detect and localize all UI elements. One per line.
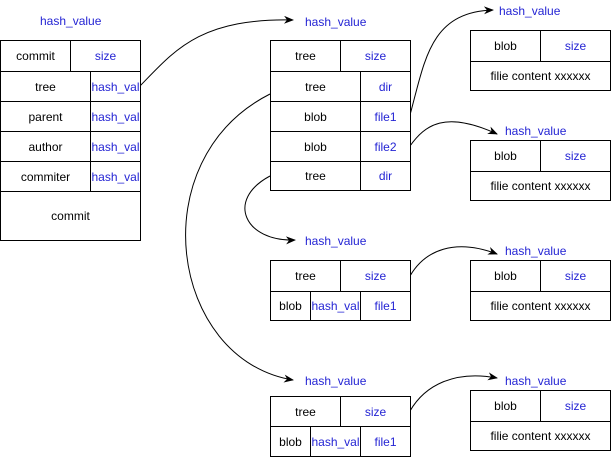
entry-type: blob <box>271 132 361 161</box>
arrow-subtree-to-blob <box>409 246 498 277</box>
commit-tree-row: tree hash_val <box>1 72 140 102</box>
blob-content: filie content xxxxxx <box>490 179 591 193</box>
commit-header-row: commit size <box>1 41 140 72</box>
commit-parent-row: parent hash_val <box>1 102 140 132</box>
blob-object: blob size filie content xxxxxx <box>470 30 611 91</box>
blob-content-row: filie content xxxxxx <box>471 292 610 320</box>
entry-hash: hash_val <box>311 292 361 320</box>
blob-object: blob size filie content xxxxxx <box>470 260 611 321</box>
blob-object: blob size filie content xxxxxx <box>470 390 611 451</box>
entry-type: tree <box>271 72 361 101</box>
commit-type-cell: commit <box>1 41 71 71</box>
tree-hash-label: hash_value <box>305 374 367 388</box>
entry-hash: hash_val <box>311 427 361 456</box>
blob-content: filie content xxxxxx <box>490 429 591 443</box>
blob-size-cell: size <box>564 399 587 413</box>
tree-object: tree size blob hash_val file1 <box>270 260 411 321</box>
blob-hash-label: hash_value <box>505 124 567 138</box>
blob-type-cell: blob <box>471 391 541 421</box>
blob-content-row: filie content xxxxxx <box>471 172 610 200</box>
entry-name: file1 <box>374 434 397 449</box>
entry-name: dir <box>378 169 393 183</box>
tree-entry-row: blob file2 <box>271 132 410 162</box>
tree-entry-row: blob file1 <box>271 102 410 132</box>
arrow-file2-to-blob <box>409 121 498 147</box>
blob-object: blob size filie content xxxxxx <box>470 140 611 201</box>
entry-name: file1 <box>374 299 397 313</box>
tree-size-cell: size <box>364 404 387 419</box>
entry-name: file1 <box>374 109 397 124</box>
commit-field-value: hash_val <box>91 79 140 94</box>
tree-type-cell: tree <box>271 397 341 426</box>
blob-content: filie content xxxxxx <box>490 69 591 83</box>
entry-name: dir <box>378 79 393 94</box>
blob-hash-label: hash_value <box>499 4 561 18</box>
arrow-subtree2-to-blob <box>409 372 498 412</box>
blob-type-cell: blob <box>471 141 541 171</box>
commit-field-name: tree <box>1 72 91 101</box>
tree-type-cell: tree <box>271 41 341 71</box>
blob-content-row: filie content xxxxxx <box>471 62 610 90</box>
commit-field-value: hash_val <box>91 169 140 184</box>
blob-type-cell: blob <box>471 261 541 291</box>
commit-field-value: hash_val <box>91 109 140 124</box>
tree-size-cell: size <box>364 269 387 283</box>
tree-header-row: tree size <box>271 261 410 292</box>
blob-size-cell: size <box>564 39 587 53</box>
commit-size-cell: size <box>94 49 117 63</box>
commit-hash-label: hash_value <box>40 14 102 28</box>
entry-type: blob <box>271 427 311 456</box>
blob-content-row: filie content xxxxxx <box>471 422 610 450</box>
arrow-dir-to-tree <box>244 175 296 245</box>
tree-object: tree size blob hash_val file1 <box>270 396 411 457</box>
blob-content: filie content xxxxxx <box>490 299 591 313</box>
blob-header-row: blob size <box>471 391 610 422</box>
tree-entry-row: blob hash_val file1 <box>271 427 410 456</box>
blob-hash-label: hash_value <box>505 244 567 258</box>
arrow-file1-to-blob <box>409 6 494 116</box>
tree-entry-row: tree dir <box>271 162 410 190</box>
blob-header-row: blob size <box>471 31 610 62</box>
entry-name: file2 <box>374 139 397 154</box>
arrow-commit-to-tree <box>139 15 294 87</box>
blob-type-cell: blob <box>471 31 541 61</box>
tree-header-row: tree size <box>271 41 410 72</box>
commit-commiter-row: commiter hash_val <box>1 162 140 192</box>
commit-message: commit <box>51 209 90 223</box>
tree-header-row: tree size <box>271 397 410 427</box>
tree-object: tree size tree dir blob file1 blob file2… <box>270 40 411 191</box>
blob-size-cell: size <box>564 149 587 163</box>
tree-size-cell: size <box>364 49 387 63</box>
commit-field-value: hash_val <box>91 139 140 154</box>
blob-header-row: blob size <box>471 261 610 292</box>
commit-author-row: author hash_val <box>1 132 140 162</box>
commit-message-row: commit <box>1 192 140 240</box>
entry-type: blob <box>271 292 311 320</box>
entry-type: tree <box>271 162 361 190</box>
entry-type: blob <box>271 102 361 131</box>
blob-hash-label: hash_value <box>505 374 567 388</box>
tree-entry-row: tree dir <box>271 72 410 102</box>
arrow-tree-dir-to-subtree <box>185 93 294 383</box>
blob-header-row: blob size <box>471 141 610 172</box>
blob-size-cell: size <box>564 269 587 283</box>
commit-field-name: parent <box>1 102 91 131</box>
tree-hash-label: hash_value <box>305 234 367 248</box>
commit-object: commit size tree hash_val parent hash_va… <box>0 40 141 241</box>
commit-field-name: commiter <box>1 162 91 191</box>
tree-type-cell: tree <box>271 261 341 291</box>
tree-entry-row: blob hash_val file1 <box>271 292 410 320</box>
commit-field-name: author <box>1 132 91 161</box>
tree-hash-label: hash_value <box>305 15 367 29</box>
